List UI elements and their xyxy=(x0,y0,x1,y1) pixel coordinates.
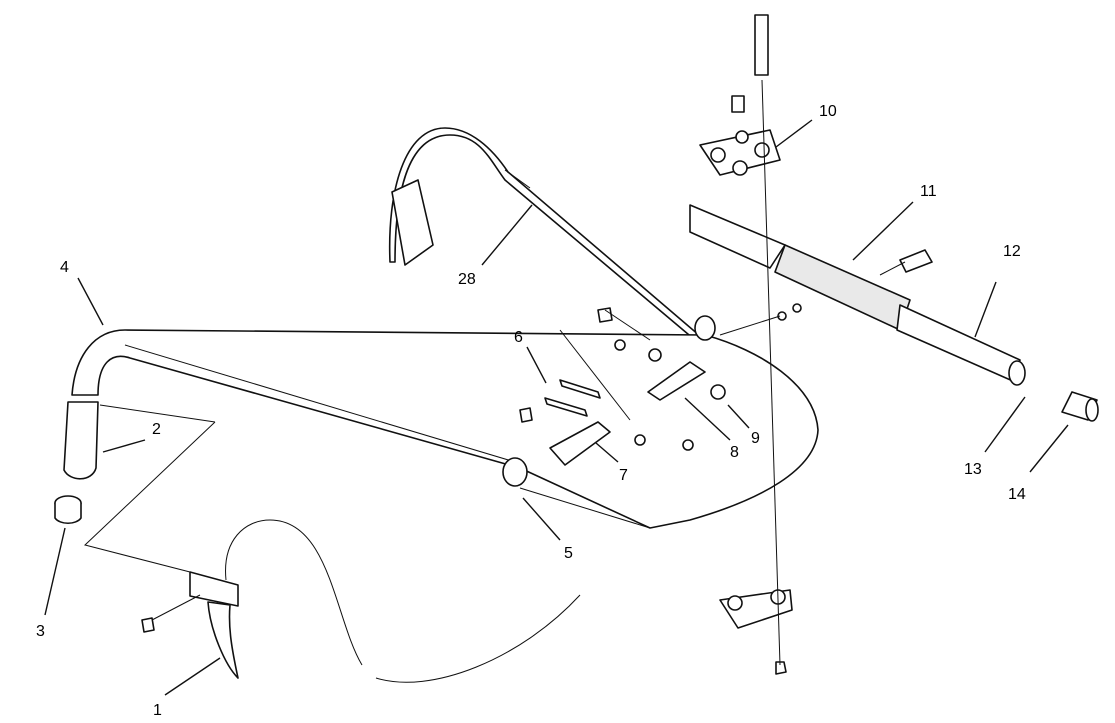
callout-5: 5 xyxy=(564,545,573,562)
callout-1: 1 xyxy=(153,702,162,719)
bracket-assemblies xyxy=(519,307,726,466)
callout-7: 7 xyxy=(619,467,628,484)
callout-11: 11 xyxy=(920,183,937,200)
lower-clamp-block xyxy=(719,589,793,675)
callout-leaders xyxy=(44,119,1069,696)
upper-clamp-block xyxy=(699,14,781,176)
callout-10: 10 xyxy=(819,103,837,120)
callout-9: 9 xyxy=(751,430,760,447)
callout-4: 4 xyxy=(60,259,69,276)
callout-28: 28 xyxy=(458,271,476,288)
throttle-lever xyxy=(141,519,581,683)
grip-and-cap xyxy=(54,401,99,525)
callout-14: 14 xyxy=(1008,486,1026,503)
callout-8: 8 xyxy=(730,444,739,461)
callout-2: 2 xyxy=(152,421,161,438)
callout-labels: 4 2 3 1 5 6 7 8 9 10 11 12 13 14 28 xyxy=(36,103,1026,719)
control-tube-assembly xyxy=(689,204,1099,422)
callout-12: 12 xyxy=(1003,243,1021,260)
callout-13: 13 xyxy=(964,461,982,478)
callout-3: 3 xyxy=(36,623,45,640)
callout-6: 6 xyxy=(514,329,523,346)
handle-clamps xyxy=(502,315,716,487)
lower-handle xyxy=(71,329,819,529)
alignment-lines xyxy=(83,79,906,666)
